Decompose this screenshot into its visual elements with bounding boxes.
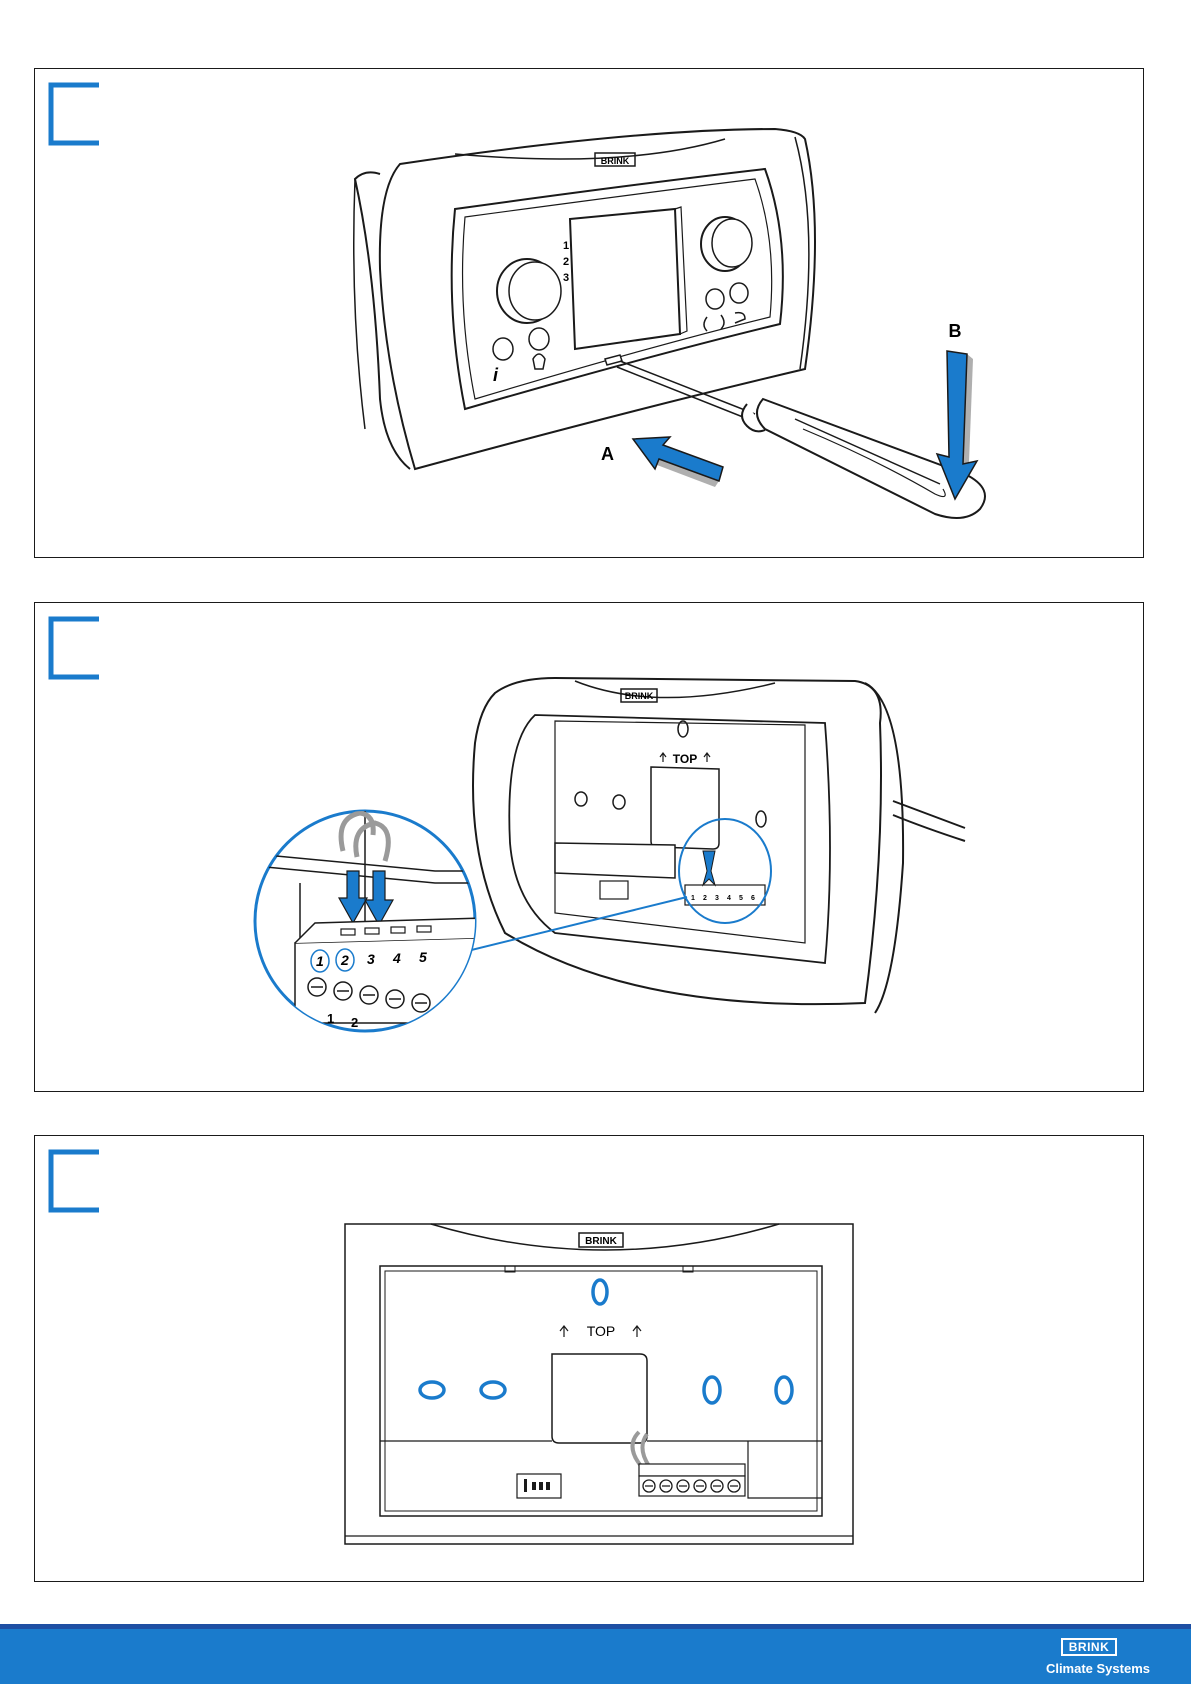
speed-number-1: 1	[563, 240, 569, 252]
top-marking: TOP	[587, 1323, 616, 1339]
zoom-number-2: 2	[340, 952, 349, 968]
small-terminal-3: 3	[715, 895, 719, 902]
terminal-number-4: 4	[392, 950, 401, 966]
device-logo: BRINK	[625, 691, 654, 701]
device-logo: BRINK	[601, 156, 630, 166]
mounting-plate-illustration: BRINK TOP	[35, 1136, 1145, 1583]
small-terminal-5: 5	[739, 895, 743, 902]
step-panel-3: BRINK TOP	[34, 1135, 1144, 1582]
device-logo: BRINK	[585, 1236, 617, 1247]
footer-logo: BRINK	[1061, 1638, 1117, 1656]
wiring-illustration: BRINK TOP 1 2 3 4 5 6	[35, 603, 1145, 1093]
small-terminal-2: 2	[703, 895, 707, 902]
terminal-number-2: 2	[351, 1015, 358, 1030]
top-marking: TOP	[673, 752, 697, 766]
footer-bar: BRINK Climate Systems	[0, 1624, 1191, 1684]
label-a: A	[601, 444, 614, 464]
arrow-a-icon	[633, 437, 723, 487]
terminal-number-5: 5	[419, 949, 427, 965]
zoom-circle-icon: 1 2 3 4 5 1 2	[245, 803, 485, 1031]
label-b: B	[949, 321, 962, 341]
remove-cover-illustration: BRINK 1 2 3 i A	[35, 69, 1145, 559]
step-panel-2: BRINK TOP 1 2 3 4 5 6	[34, 602, 1144, 1092]
small-terminal-6: 6	[751, 895, 755, 902]
footer-tagline: Climate Systems	[1046, 1661, 1150, 1676]
terminal-number-1: 1	[327, 1011, 334, 1026]
small-terminal-4: 4	[727, 895, 731, 902]
speed-number-2: 2	[563, 256, 569, 268]
step-panel-1: BRINK 1 2 3 i A	[34, 68, 1144, 558]
terminal-number-3: 3	[367, 951, 375, 967]
zoom-number-1: 1	[316, 953, 324, 969]
small-terminal-1: 1	[691, 895, 695, 902]
speed-number-3: 3	[563, 272, 569, 284]
